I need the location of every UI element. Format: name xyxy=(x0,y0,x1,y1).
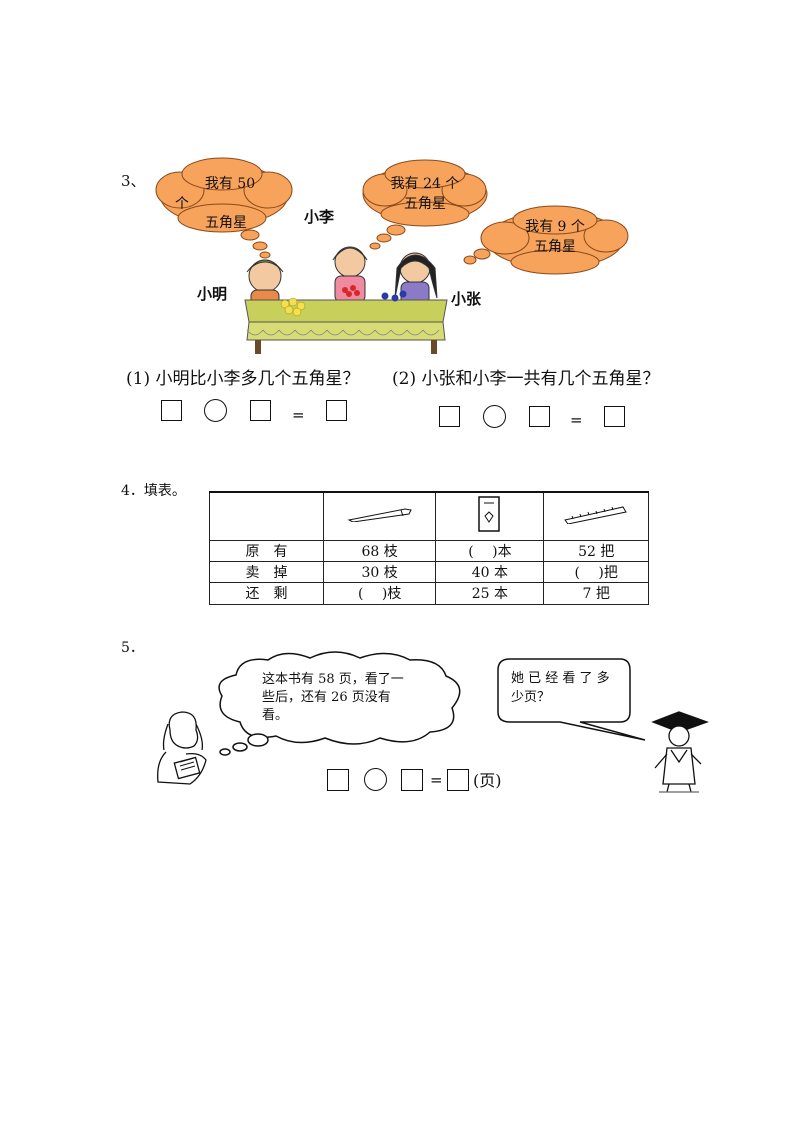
bubble-xiaoming-line1: 我有 50 xyxy=(204,176,256,192)
answer-box-2b[interactable] xyxy=(529,406,550,427)
table-header-book xyxy=(435,491,545,541)
bubble-left-line3: 看。 xyxy=(262,708,289,723)
unit-pages: (页) xyxy=(473,771,502,790)
row-label-remaining: 还 剩 xyxy=(209,581,324,605)
equals-sign-1: = xyxy=(292,406,305,424)
answer-box-5a[interactable] xyxy=(327,769,349,791)
question-1: (1) 小明比小李多几个五角星？ xyxy=(126,369,360,389)
answer-box-5b[interactable] xyxy=(401,769,423,791)
row-label-original: 原 有 xyxy=(209,539,324,562)
reading-girl-illustration xyxy=(157,711,207,785)
equals-sign-5: = xyxy=(430,771,443,789)
cell-original-book[interactable]: ( )本 xyxy=(435,539,545,562)
operator-circle-5[interactable] xyxy=(364,768,387,791)
answer-box-1a[interactable] xyxy=(161,400,182,421)
table-header-ruler xyxy=(543,491,649,541)
bubble-xiaoli-line2: 五角星 xyxy=(404,196,446,212)
answer-box-1b[interactable] xyxy=(250,400,271,421)
ruler-icon xyxy=(564,506,627,525)
cell-remaining-ruler: 7 把 xyxy=(543,581,649,605)
bubble-left-line2: 些后，还有 26 页没有 xyxy=(262,690,391,705)
graduate-boy-illustration xyxy=(651,711,709,793)
question-2: (2) 小张和小李一共有几个五角星？ xyxy=(392,369,660,389)
bubble-left-line1: 这本书有 58 页，看了一 xyxy=(262,672,404,687)
fill-table: 原 有 68 枝 ( )本 52 把 卖 掉 30 枝 40 本 ( )把 还 … xyxy=(209,491,649,605)
section4-title: 4．填表。 xyxy=(121,483,186,499)
cell-remaining-book: 25 本 xyxy=(435,581,545,605)
bubble-xiaoli-line1: 我有 24 个 xyxy=(390,176,460,192)
operator-circle-1[interactable] xyxy=(204,399,227,422)
cell-original-ruler: 52 把 xyxy=(543,539,649,562)
answer-box-5c[interactable] xyxy=(447,769,469,791)
cell-original-pen: 68 枝 xyxy=(322,539,437,562)
table-header-empty xyxy=(209,491,324,541)
table-header-pen xyxy=(322,491,437,541)
children-at-table-illustration xyxy=(244,246,448,354)
operator-circle-2[interactable] xyxy=(483,405,506,428)
thought-bubbles xyxy=(155,157,629,275)
pen-icon xyxy=(347,508,412,523)
bubble-xiaoming-line3: 五角星 xyxy=(205,215,247,231)
answer-box-2a[interactable] xyxy=(439,406,460,427)
bubble-xiaozhang-line1: 我有 9 个 xyxy=(525,219,585,235)
section5-number: 5． xyxy=(121,640,144,656)
row-label-sold: 卖 掉 xyxy=(209,560,324,583)
equals-sign-2: = xyxy=(570,411,583,429)
speech-bubbles xyxy=(218,651,646,756)
cell-remaining-pen[interactable]: ( )枝 xyxy=(322,581,437,605)
cell-sold-pen: 30 枝 xyxy=(322,560,437,583)
answer-box-2c[interactable] xyxy=(604,406,625,427)
bubble-right-line1: 她 已 经 看 了 多 xyxy=(511,671,610,686)
cell-sold-ruler[interactable]: ( )把 xyxy=(543,560,649,583)
bubble-xiaoming-line2: 个 xyxy=(175,196,189,212)
name-xiaoming: 小明 xyxy=(197,285,228,303)
book-icon xyxy=(478,496,500,532)
bubble-right-line2: 少页？ xyxy=(511,690,551,705)
answer-box-1c[interactable] xyxy=(326,400,347,421)
section3-number: 3、 xyxy=(121,172,146,190)
cell-sold-book: 40 本 xyxy=(435,560,545,583)
name-xiaozhang: 小张 xyxy=(451,290,482,308)
bubble-xiaozhang-line2: 五角星 xyxy=(534,239,576,255)
name-xiaoli: 小李 xyxy=(304,208,335,226)
